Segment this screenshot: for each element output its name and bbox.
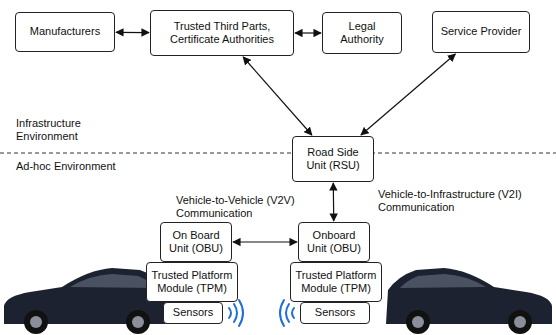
entity-box: Road Side Unit (RSU) [292,136,374,182]
region-label: Ad-hoc Environment [16,160,126,173]
entity-box: Onboard Unit (OBU) [298,222,370,262]
box-label: Trusted Platform Module (TPM) [151,269,233,295]
entity-box: Trusted Third Parts, Certificate Authori… [150,10,294,56]
entity-box: Legal Authority [322,12,402,54]
entity-box: On Board Unit (OBU) [160,222,232,262]
entity-box: Trusted Platform Module (TPM) [146,262,238,302]
box-label: Sensors [315,306,355,319]
connector-arrow [333,183,335,221]
box-label: Legal Authority [327,20,397,46]
connector-arrow [116,32,149,33]
connector-arrow [295,32,321,33]
box-label: Manufacturers [30,25,100,38]
connector-arrow [243,57,312,135]
region-label: Infrastructure Environment [16,117,126,143]
environment-divider [0,153,556,154]
box-label: Trusted Platform Module (TPM) [295,269,377,295]
connector-arrow [361,54,455,135]
connector-arrow [233,241,297,242]
box-label: Sensors [173,306,213,319]
box-label: Service Provider [441,25,522,38]
box-label: On Board Unit (OBU) [165,229,227,255]
edge-label: Vehicle-to-Vehicle (V2V) Communication [176,194,316,220]
entity-box: Manufacturers [15,12,115,52]
wireless-symbol [229,300,294,326]
entity-box: Sensors [300,302,370,324]
entity-box: Sensors [163,302,223,324]
entity-box: Service Provider [432,11,530,53]
box-label: Road Side Unit (RSU) [297,146,369,172]
box-label: Trusted Third Parts, Certificate Authori… [155,20,289,46]
entity-box: Trusted Platform Module (TPM) [290,262,382,302]
car-right [386,268,552,334]
edge-label: Vehicle-to-Infrastructure (V2I) Communic… [378,188,538,214]
box-label: Onboard Unit (OBU) [303,229,365,255]
